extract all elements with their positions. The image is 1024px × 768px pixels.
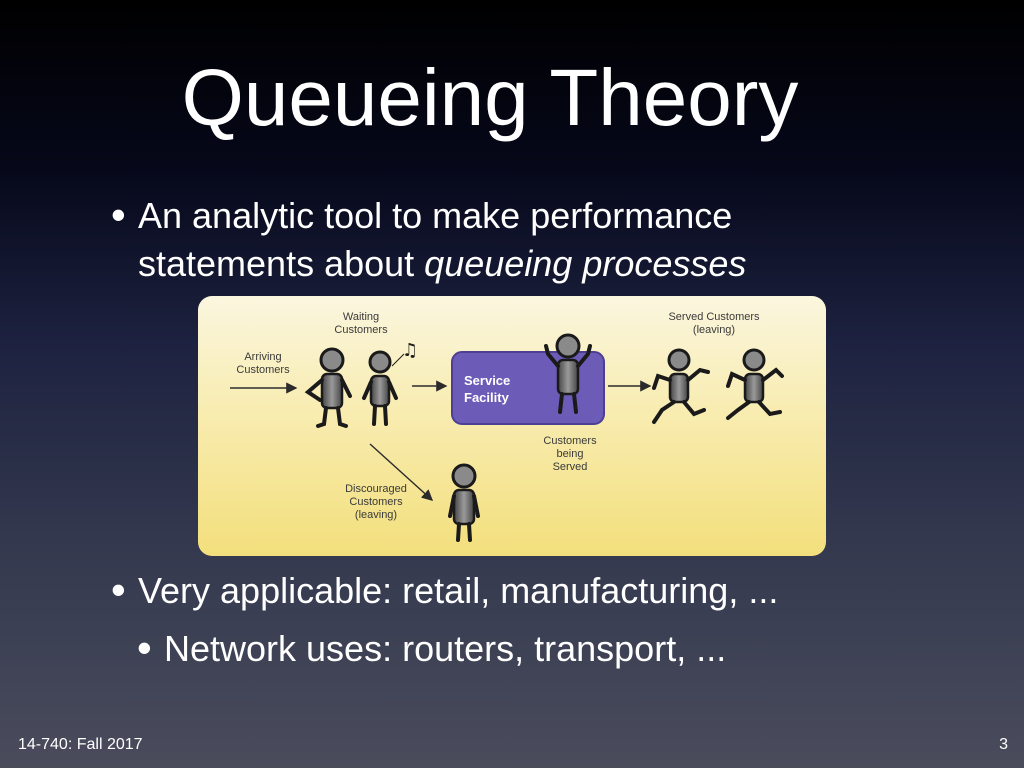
arriving-label-line1: Arriving (244, 351, 281, 363)
waiting-customer-icon (364, 352, 404, 424)
bullet-emphasis: queueing processes (424, 243, 746, 284)
discouraged-customer-icon (450, 465, 478, 540)
waiting-label-line2: Customers (334, 324, 388, 336)
served-label-line1: Served Customers (668, 311, 760, 323)
being-served-label-line3: Served (553, 461, 588, 473)
bullet-text: Very applicable: retail, manufacturing, … (138, 570, 778, 611)
slide-title: Queueing Theory (0, 52, 980, 144)
leaving-customer-icon (728, 350, 782, 418)
service-label-line2: Facility (464, 390, 510, 405)
bullet-dot-icon: • (137, 624, 152, 672)
waiting-customer-icon (308, 349, 350, 426)
leaving-customer-icon (654, 350, 708, 422)
served-label-line2: (leaving) (693, 324, 735, 336)
discouraged-label-line2: Customers (349, 496, 403, 508)
page-number: 3 (999, 736, 1008, 754)
bullet-network-uses: • Network uses: routers, transport, ... (164, 625, 924, 673)
queueing-diagram-svg: Waiting Customers Arriving Customers Ser… (198, 296, 826, 556)
queueing-diagram: Waiting Customers Arriving Customers Ser… (198, 296, 826, 556)
waiting-label-line1: Waiting (343, 311, 379, 323)
arriving-label-line2: Customers (236, 364, 290, 376)
bullet-dot-icon: • (111, 191, 126, 239)
being-served-label-line1: Customers (543, 435, 597, 447)
being-served-label-line2: being (557, 448, 584, 460)
bullet-analytic-tool: • An analytic tool to make performance s… (138, 192, 898, 288)
bullet-dot-icon: • (111, 566, 126, 614)
course-footer: 14-740: Fall 2017 (18, 736, 143, 754)
discouraged-label-line3: (leaving) (355, 509, 397, 521)
service-label-line1: Service (464, 373, 510, 388)
music-note-icon: ♫ (402, 340, 418, 361)
discouraged-label-line1: Discouraged (345, 483, 407, 495)
bullet-text: Network uses: routers, transport, ... (164, 628, 726, 669)
bullet-applicable: • Very applicable: retail, manufacturing… (138, 567, 898, 615)
